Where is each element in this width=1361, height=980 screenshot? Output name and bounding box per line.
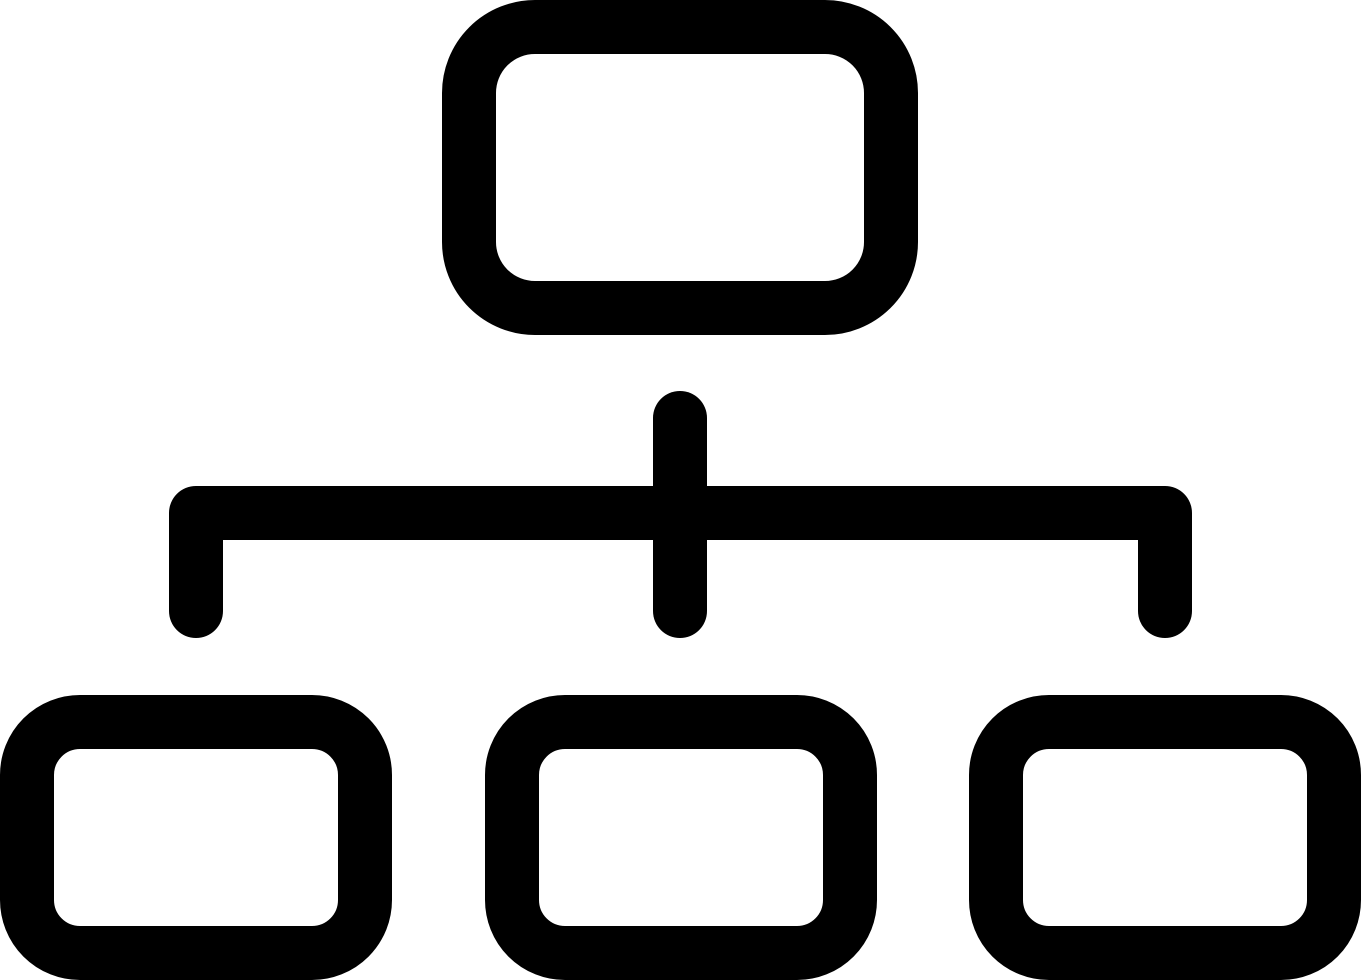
child-node-right xyxy=(969,695,1361,980)
branch-bar xyxy=(169,486,1192,638)
child-node-left xyxy=(0,695,392,980)
root-node xyxy=(442,0,918,335)
connector-lines xyxy=(169,391,1192,638)
child-node-middle xyxy=(485,695,877,980)
